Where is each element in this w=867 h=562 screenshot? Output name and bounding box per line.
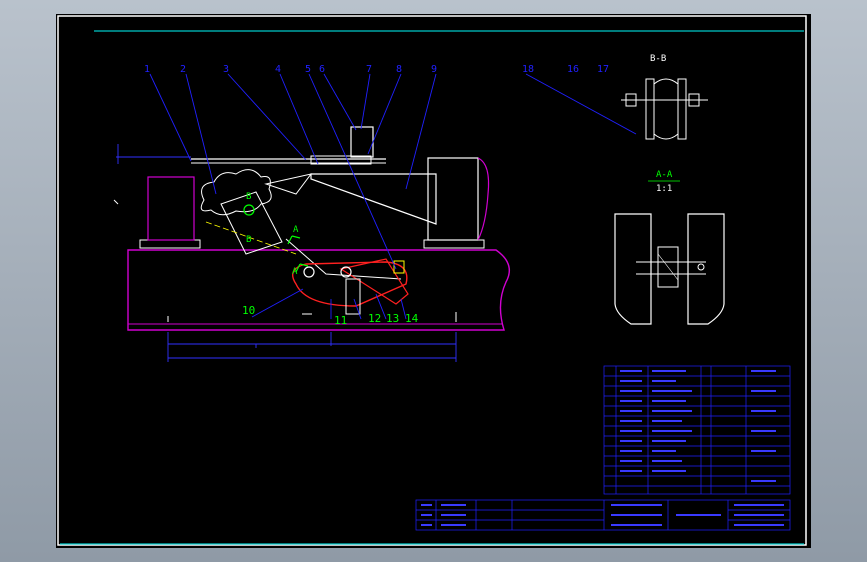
pivot-left bbox=[303, 266, 315, 278]
balloon-2: 2 bbox=[180, 64, 186, 75]
right-support-plate bbox=[423, 239, 485, 249]
balloon-10: 10 bbox=[242, 304, 255, 317]
parts-list-table bbox=[603, 365, 791, 495]
marker-dash-4 bbox=[113, 199, 119, 205]
red-cam-arm bbox=[292, 261, 408, 307]
balloon-12: 12 bbox=[368, 312, 381, 325]
pivot-right bbox=[340, 266, 352, 278]
drawing-svg: 1 2 3 4 5 6 7 8 9 18 16 17 10 11 12 13 1… bbox=[57, 15, 807, 546]
base-frame-outline bbox=[127, 249, 510, 331]
section-bb-view: B-B bbox=[621, 54, 708, 140]
cloud-shape bbox=[200, 169, 272, 216]
balloon-7: 7 bbox=[366, 64, 372, 75]
balloon-6: 6 bbox=[319, 64, 325, 75]
vertical-stand bbox=[345, 278, 361, 315]
section-aa-title: A-A bbox=[656, 170, 673, 180]
inclined-cylinder bbox=[220, 191, 283, 255]
right-housing bbox=[427, 157, 479, 241]
pivot-b bbox=[243, 204, 255, 216]
balloon-labels-bottom: 10 11 12 13 14 bbox=[242, 304, 419, 327]
section-markers: A A B B bbox=[246, 192, 299, 277]
balloon-11: 11 bbox=[334, 314, 347, 327]
outer-sheet-frame bbox=[57, 15, 807, 546]
marker-a-upper: A bbox=[293, 225, 299, 235]
left-support-plate bbox=[139, 239, 201, 249]
centerline-yellow bbox=[205, 221, 297, 255]
motor-body bbox=[350, 126, 374, 158]
motor-mount bbox=[310, 155, 372, 165]
dimension-lines bbox=[116, 144, 457, 362]
balloon-9: 9 bbox=[431, 64, 437, 75]
leader-lines bbox=[149, 73, 637, 320]
main-beam bbox=[310, 173, 437, 225]
balloon-labels-top: 1 2 3 4 5 6 7 8 9 bbox=[144, 64, 437, 75]
trigger-block bbox=[393, 260, 405, 274]
section-a-mark-upper bbox=[287, 235, 301, 245]
section-aa-view: A-A 1:1 bbox=[614, 170, 725, 325]
table-text-strokes bbox=[421, 370, 784, 526]
marker-a-lower: A bbox=[292, 267, 298, 277]
drawing-canvas[interactable]: 1 2 3 4 5 6 7 8 9 18 16 17 10 11 12 13 1… bbox=[56, 14, 811, 548]
section-a-mark-lower bbox=[295, 263, 309, 273]
marker-b-upper: B bbox=[246, 192, 251, 202]
section-aa-scale: 1:1 bbox=[656, 184, 672, 194]
right-housing-curve bbox=[477, 157, 490, 241]
marker-b-lower: B bbox=[246, 235, 251, 245]
main-assembly-view bbox=[113, 126, 510, 331]
balloon-1: 1 bbox=[144, 64, 150, 75]
red-tilted-lever bbox=[339, 258, 409, 305]
left-housing-block bbox=[147, 176, 195, 241]
balloon-13: 13 bbox=[386, 312, 399, 325]
balloon-5: 5 bbox=[305, 64, 311, 75]
balloon-labels-right: 18 16 17 bbox=[522, 64, 609, 75]
balloon-18: 18 bbox=[522, 64, 534, 75]
balloon-14: 14 bbox=[405, 312, 419, 325]
title-block bbox=[415, 499, 791, 531]
linkage-rod bbox=[285, 238, 402, 280]
balloon-3: 3 bbox=[223, 64, 229, 75]
balloon-4: 4 bbox=[275, 64, 281, 75]
beam-support-triangle bbox=[264, 173, 313, 195]
balloon-8: 8 bbox=[396, 64, 402, 75]
section-bb-title: B-B bbox=[650, 54, 666, 64]
balloon-17: 17 bbox=[597, 64, 609, 75]
balloon-16: 16 bbox=[567, 64, 579, 75]
